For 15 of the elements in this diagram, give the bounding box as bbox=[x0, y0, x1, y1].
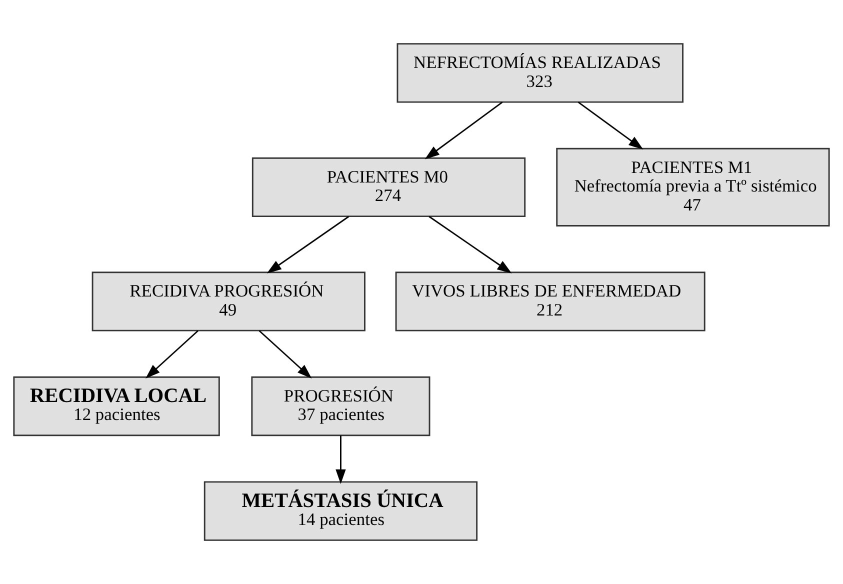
arrow bbox=[258, 330, 312, 378]
node-box: NEFRECTOMÍAS REALIZADAS 323 bbox=[396, 43, 684, 103]
node-box: PACIENTES M0 274 bbox=[252, 157, 526, 218]
node-box: RECIDIVA LOCAL 12 pacientes bbox=[13, 376, 220, 436]
arrow bbox=[146, 330, 198, 378]
node-box: PACIENTES M1 Nefrectomía previa a Ttº sistémico 47 bbox=[556, 148, 830, 226]
node-box: PROGRESIÓN 37 pacientes bbox=[251, 376, 430, 436]
arrow bbox=[424, 102, 503, 160]
arrow bbox=[578, 102, 644, 150]
node-box: METÁSTASIS ÚNICA 14 pacientes bbox=[204, 481, 478, 541]
node-box: VIVOS LIBRES DE ENFERMEDAD 212 bbox=[395, 272, 706, 332]
arrow bbox=[266, 216, 350, 274]
node-box: RECIDIVA PROGRESIÓN 49 bbox=[92, 272, 366, 332]
arrow bbox=[428, 216, 512, 274]
arrow bbox=[336, 436, 346, 484]
